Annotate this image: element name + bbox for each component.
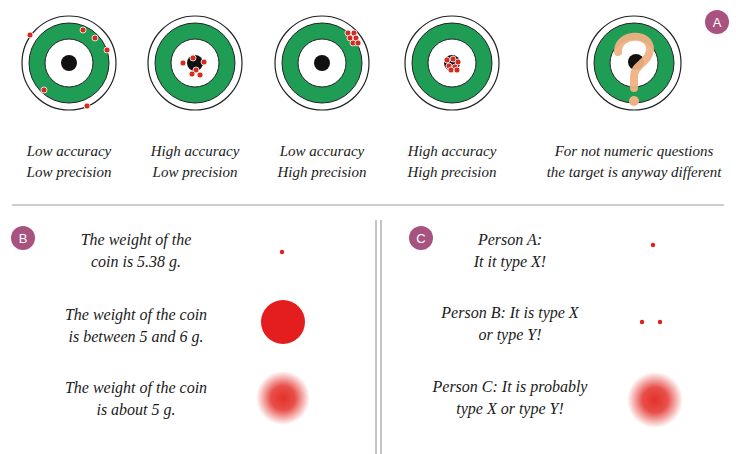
separator-line [376,220,377,454]
target-outer [275,16,369,110]
hit-dot [190,55,196,61]
hit-dot [448,67,454,73]
separator-line [381,220,382,454]
section-letter: B [19,232,28,245]
target-outer [405,16,499,110]
point-mark [651,243,655,247]
target-outer [22,16,116,110]
statement-text: The weight of the coin is between 5 and … [63,304,210,348]
section-letter: A [713,16,722,29]
section-badge: A [705,10,729,34]
target-caption: High accuracy Low precision [149,141,242,183]
question-mark [618,37,650,88]
bullseye [314,55,330,71]
target-inner [45,39,93,87]
fuzzy-disc [627,372,683,428]
point-mark [280,250,284,254]
fuzzy-disc [256,371,310,425]
target-ring [594,23,674,103]
target-ring [155,23,235,103]
bullseye [61,55,77,71]
hit-dot [355,40,361,46]
target-caption: Low accuracy High precision [275,141,369,183]
hit-dot [454,67,460,73]
point-mark [658,320,662,324]
hit-dot [201,59,207,65]
target-caption: For not numeric questions the target is … [545,141,724,183]
target-outer [148,16,242,110]
section-badge: B [11,226,35,250]
question-mark-dot [629,96,639,106]
target-ring [412,23,492,103]
target-outer [587,16,681,110]
hit-dot [41,87,47,93]
statement-text: Person C: It is probably type X or type … [431,376,590,420]
target-inner [171,39,219,87]
hit-dot [180,60,186,66]
hit-dot [197,72,203,78]
statement-text: The weight of the coin is about 5 g. [63,377,210,421]
section-badge: C [409,226,433,250]
hit-dot [104,47,110,53]
range-disc [261,300,305,344]
statement-text: The weight of the coin is 5.38 g. [79,229,194,273]
target-caption: Low accuracy Low precision [25,141,114,183]
hit-dot [27,32,33,38]
hit-dot [92,35,98,41]
hit-dot [80,27,86,33]
target-inner [298,39,346,87]
target-caption: High accuracy High precision [405,141,499,183]
statement-text: Person B: It is type X or type Y! [440,302,580,346]
point-mark [640,320,644,324]
separator-line [12,205,724,206]
hit-dot [189,71,195,77]
statement-text: Person A: It it type X! [472,229,549,273]
target-ring [29,23,109,103]
target-inner [428,39,476,87]
hit-dot [84,103,90,109]
target-ring [282,23,362,103]
hit-dot [444,57,450,63]
section-letter: C [416,232,425,245]
